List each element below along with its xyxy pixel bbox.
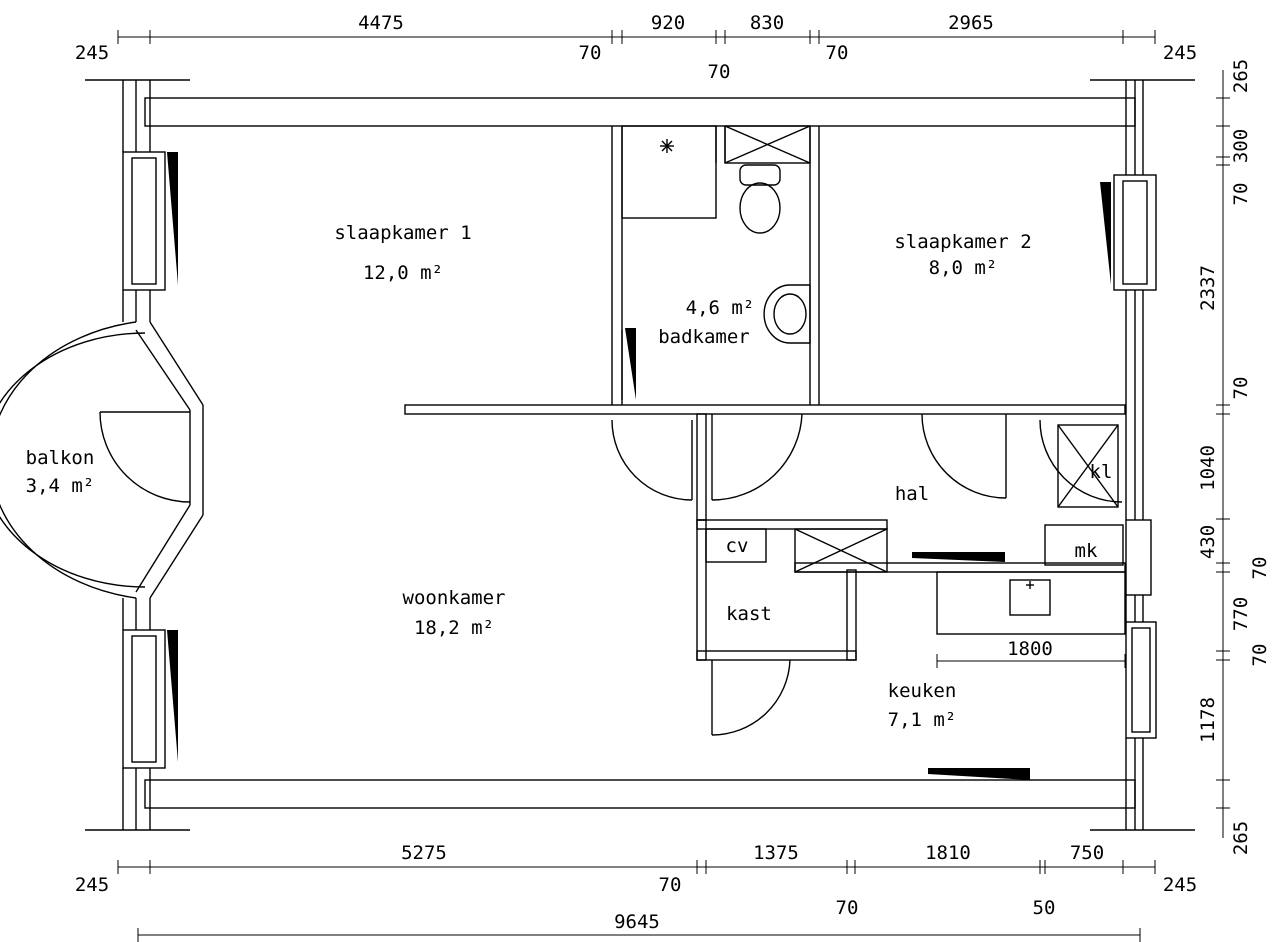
dim-top-4475: 4475 xyxy=(358,12,404,34)
room-label-kl: kl xyxy=(1090,461,1113,483)
dimension-lines-bottom xyxy=(117,860,1156,942)
dim-top-70-c: 70 xyxy=(826,42,849,64)
room-area-keuken: 7,1 m² xyxy=(888,709,957,731)
dim-right-265-top: 265 xyxy=(1230,59,1252,93)
room-label-woonkamer: woonkamer xyxy=(403,587,506,609)
dim-top-245-left: 245 xyxy=(75,42,109,64)
exterior-walls xyxy=(85,79,1195,831)
dim-right-1178: 1178 xyxy=(1197,697,1219,743)
room-label-hal: hal xyxy=(895,483,929,505)
room-label-cv: cv xyxy=(726,535,749,557)
dim-bottom-1375: 1375 xyxy=(753,842,799,864)
dim-kitchen-1800: 1800 xyxy=(1007,638,1053,660)
room-label-slaapkamer1: slaapkamer 1 xyxy=(334,222,471,244)
room-label-kast: kast xyxy=(726,603,772,625)
dimension-lines-right xyxy=(1216,70,1230,838)
room-area-slaapkamer1: 12,0 m² xyxy=(363,262,443,284)
dim-bottom-245-left: 245 xyxy=(75,874,109,896)
room-area-badkamer: 4,6 m² xyxy=(686,297,755,319)
dim-bottom-5275: 5275 xyxy=(401,842,447,864)
room-label-balkon: balkon xyxy=(26,447,95,469)
dim-right-1040: 1040 xyxy=(1197,445,1219,491)
dim-top-70-a: 70 xyxy=(579,42,602,64)
dim-bottom-70-b: 70 xyxy=(836,897,859,919)
dim-right-70-d: 70 xyxy=(1249,644,1271,667)
dim-right-770: 770 xyxy=(1230,597,1252,631)
room-label-mk: mk xyxy=(1075,540,1098,562)
dim-bottom-1810: 1810 xyxy=(925,842,971,864)
kitchen-dimension-line xyxy=(936,654,1126,668)
dim-bottom-9645: 9645 xyxy=(614,911,660,933)
dim-top-920: 920 xyxy=(651,12,685,34)
windows xyxy=(122,151,1157,769)
dimension-lines-top xyxy=(117,30,1156,44)
dim-right-70-b: 70 xyxy=(1230,377,1252,400)
dim-top-2965: 2965 xyxy=(948,12,994,34)
dim-right-70-c: 70 xyxy=(1249,557,1271,580)
room-area-balkon: 3,4 m² xyxy=(26,475,95,497)
room-label-slaapkamer2: slaapkamer 2 xyxy=(894,231,1031,253)
room-label-badkamer: badkamer xyxy=(658,326,750,348)
dim-top-830: 830 xyxy=(750,12,784,34)
radiators xyxy=(912,552,1030,780)
dim-top-245-right: 245 xyxy=(1163,42,1197,64)
room-label-keuken: keuken xyxy=(888,680,957,702)
dim-bottom-245-right: 245 xyxy=(1163,874,1197,896)
dim-right-70-a: 70 xyxy=(1230,183,1252,206)
dim-right-265-bottom: 265 xyxy=(1230,821,1252,855)
dim-right-2337: 2337 xyxy=(1197,265,1219,311)
dim-top-70-b: 70 xyxy=(708,61,731,83)
balcony xyxy=(0,321,204,599)
doors xyxy=(611,330,1123,736)
dim-bottom-50: 50 xyxy=(1033,897,1056,919)
fixtures xyxy=(660,139,811,344)
dim-right-430: 430 xyxy=(1197,525,1219,559)
dim-bottom-750: 750 xyxy=(1070,842,1104,864)
room-area-woonkamer: 18,2 m² xyxy=(414,617,494,639)
dim-right-300: 300 xyxy=(1230,129,1252,163)
room-area-slaapkamer2: 8,0 m² xyxy=(929,257,998,279)
dim-bottom-70-a: 70 xyxy=(659,874,682,896)
interior-walls xyxy=(404,125,1126,661)
